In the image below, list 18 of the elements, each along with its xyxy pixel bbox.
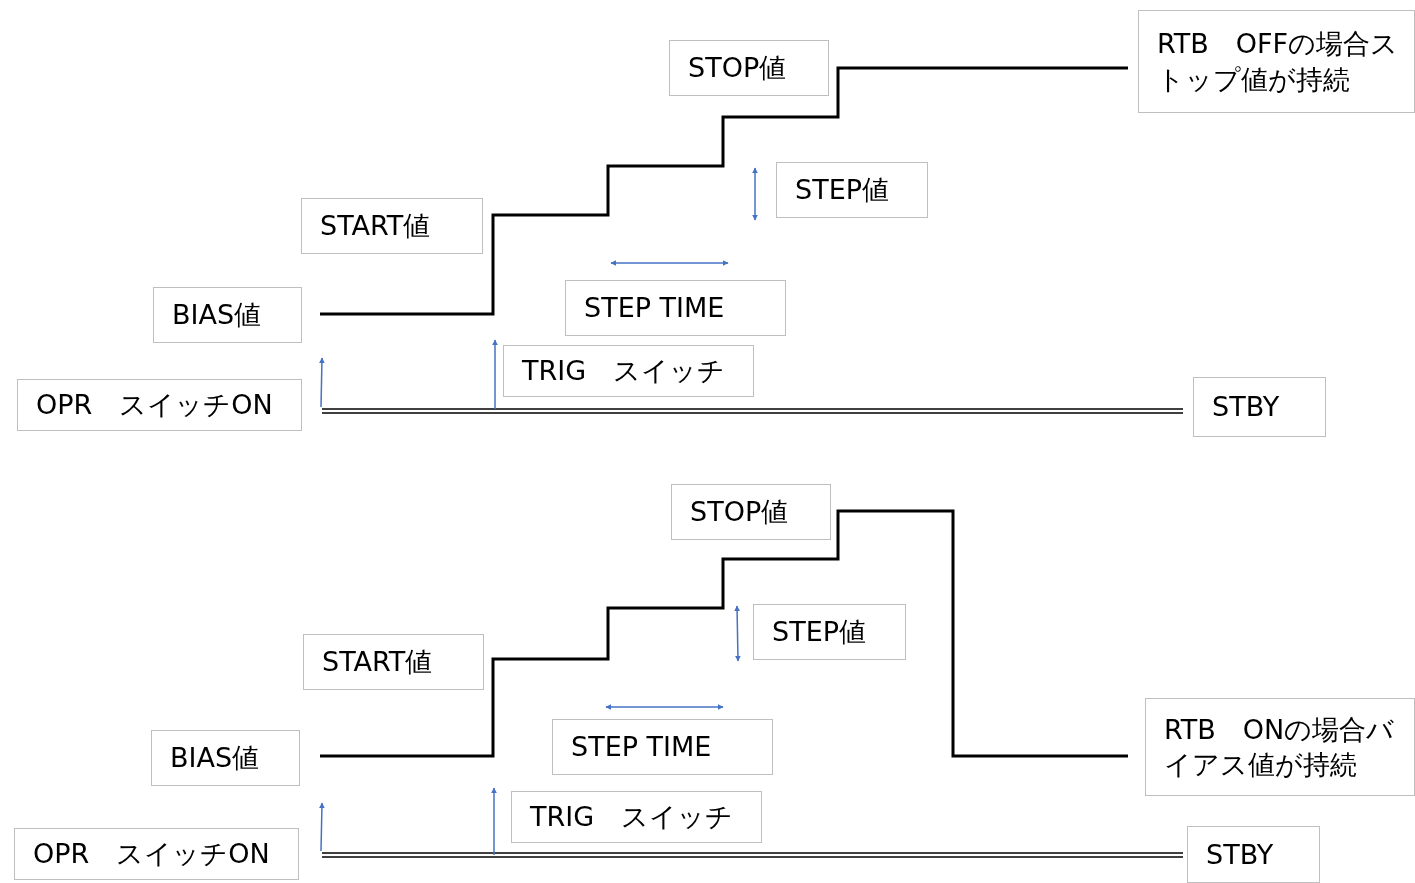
label-box: RTB ONの場合バイアス値が持続: [1145, 698, 1415, 796]
label-box: TRIG スイッチ: [511, 791, 762, 843]
label-box: TRIG スイッチ: [503, 345, 754, 397]
label-box: STOP値: [669, 40, 829, 96]
label-box: OPR スイッチON: [17, 379, 302, 431]
label-box: RTB OFFの場合ストップ値が持続: [1138, 10, 1415, 113]
label-box: STEP値: [776, 162, 928, 218]
label-box: STBY: [1187, 826, 1320, 883]
label-box: STEP TIME: [552, 719, 773, 775]
label-box: START値: [303, 634, 484, 690]
label-box: BIAS値: [151, 730, 300, 786]
label-box: STOP値: [671, 484, 831, 540]
label-box: BIAS値: [153, 287, 302, 343]
label-box: START値: [301, 198, 483, 254]
label-box: OPR スイッチON: [14, 828, 299, 880]
label-box: STEP値: [753, 604, 906, 660]
label-box: STBY: [1193, 377, 1326, 437]
label-box: STEP TIME: [565, 280, 786, 336]
